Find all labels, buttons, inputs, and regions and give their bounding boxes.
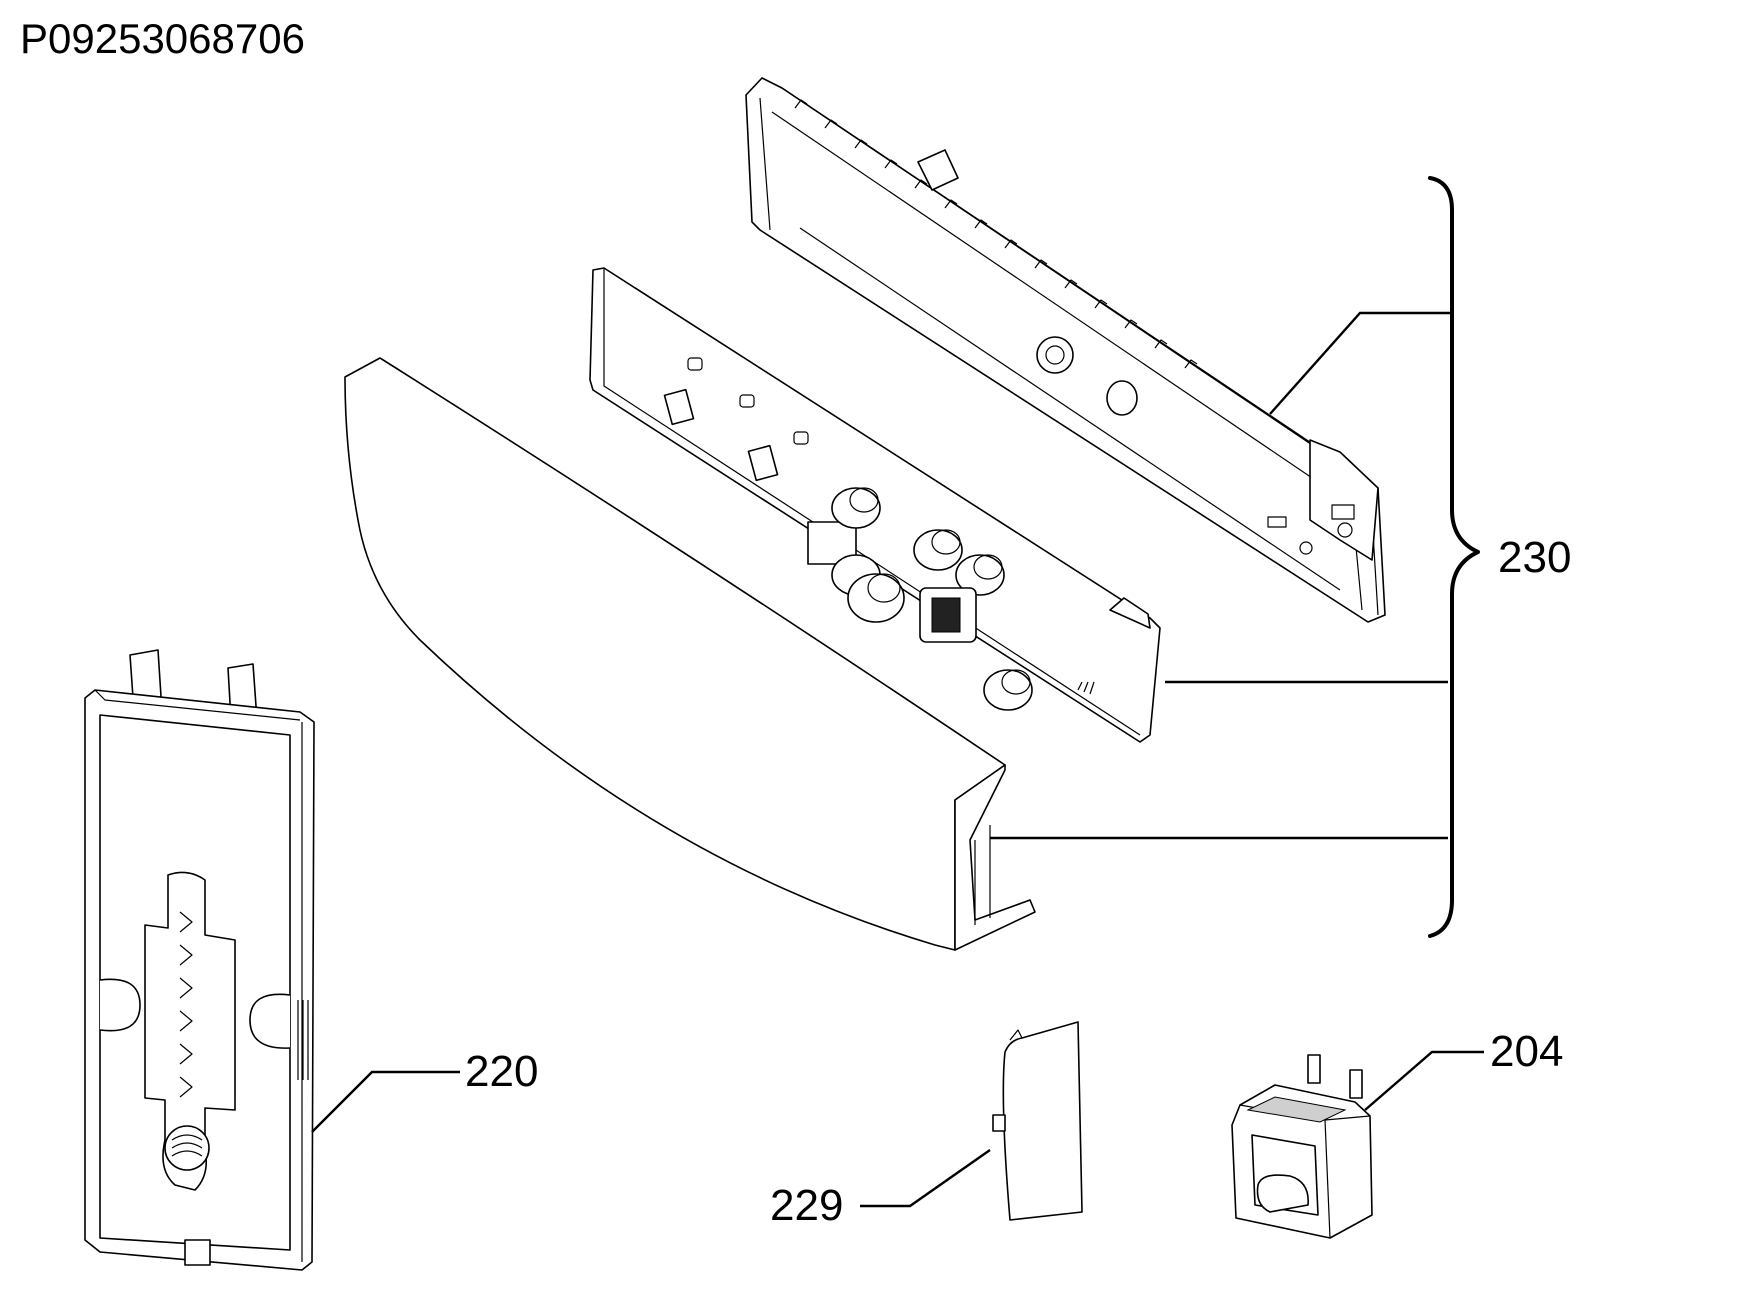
encoder-5 bbox=[955, 554, 1005, 596]
louver-slots bbox=[179, 911, 193, 1098]
leader-229 bbox=[860, 1149, 991, 1208]
lamp-socket-204 bbox=[1231, 1054, 1373, 1239]
encoder-4 bbox=[913, 529, 963, 571]
diagram-code: P09253068706 bbox=[20, 15, 305, 62]
front-fascia bbox=[344, 357, 1036, 951]
part-number-229: 229 bbox=[770, 1181, 844, 1230]
spring-coil bbox=[164, 1125, 210, 1171]
encoder-6 bbox=[983, 669, 1033, 711]
lamp-housing-220 bbox=[84, 649, 315, 1271]
cover-229 bbox=[992, 1021, 1083, 1221]
rear-housing bbox=[745, 77, 1386, 623]
leader-220 bbox=[311, 1070, 460, 1133]
control-pcb bbox=[589, 267, 1161, 743]
encoder-3 bbox=[847, 573, 905, 623]
part-number-220: 220 bbox=[465, 1047, 539, 1096]
part-number-230: 230 bbox=[1498, 533, 1572, 582]
brace-230 bbox=[1428, 176, 1480, 938]
part-number-204: 204 bbox=[1490, 1027, 1564, 1076]
leader-230-housing bbox=[1269, 311, 1450, 415]
leader-204 bbox=[1364, 1050, 1484, 1111]
encoder-1 bbox=[831, 487, 881, 529]
